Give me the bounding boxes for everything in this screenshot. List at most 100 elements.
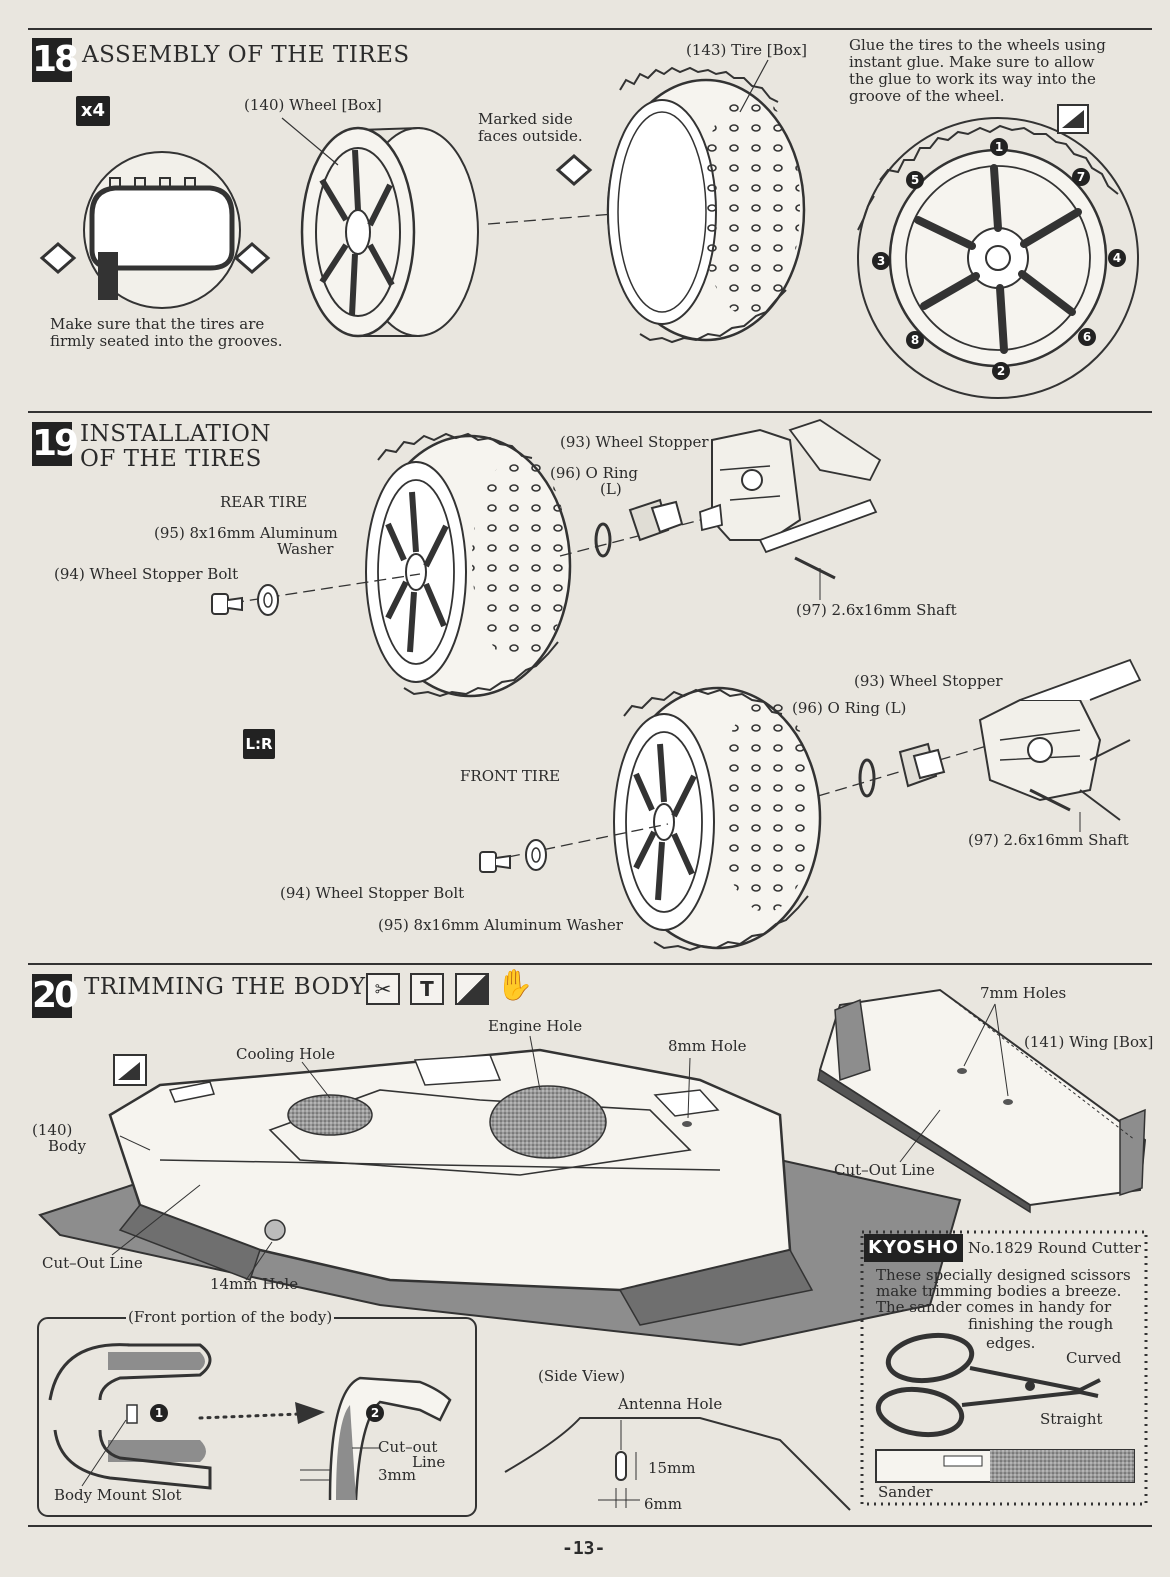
wheel-label: (140) Wheel [Box] xyxy=(244,96,382,114)
step-20-number: 20 xyxy=(32,974,79,1018)
six-mm-label: 6mm xyxy=(644,1495,682,1513)
fifteen-mm-label: 15mm xyxy=(648,1459,696,1477)
rear-washer-drawing xyxy=(257,584,279,616)
rear-o-ring-label-line1: (96) O Ring xyxy=(550,464,638,482)
seat-note-line: Make sure that the tires are xyxy=(50,315,265,333)
front-portion-inset xyxy=(37,1317,477,1517)
marked-side-line1: Marked side xyxy=(478,110,573,128)
front-o-ring-label: (96) O Ring (L) xyxy=(792,699,907,717)
rear-washer-label-line2: Washer xyxy=(277,540,334,558)
scissors-drawing xyxy=(875,1332,1101,1438)
rear-hub-assembly-drawing xyxy=(699,419,882,600)
cooling-hole-label: Cooling Hole xyxy=(236,1045,335,1063)
wing-cutout-label: Cut–Out Line xyxy=(834,1161,935,1179)
cutter-note-line: finishing the rough xyxy=(968,1315,1114,1333)
cutter-product-label: No.1829 Round Cutter xyxy=(968,1239,1141,1257)
left-right-badge: L:R xyxy=(243,729,275,759)
step-19-number: 19 xyxy=(32,422,79,466)
glue-note-line: Glue the tires to the wheels using xyxy=(849,36,1106,54)
cutter-note-line: These specially designed scissors xyxy=(876,1266,1131,1284)
antenna-hole-label: Antenna Hole xyxy=(618,1395,723,1413)
rear-tire-drawing xyxy=(365,432,572,698)
tire-drawing xyxy=(606,59,806,344)
scissors-icon: ✂ xyxy=(366,973,400,1005)
page-number: -13- xyxy=(562,1538,606,1559)
step-20-title: TRIMMING THE BODY xyxy=(84,974,366,1000)
cutter-note-line: edges. xyxy=(986,1334,1036,1352)
front-hub-assembly-drawing xyxy=(978,658,1142,832)
rear-o-ring-label-line2: (L) xyxy=(600,480,622,498)
fourteen-mm-hole-label: 14mm Hole xyxy=(210,1275,299,1293)
front-tire-label: FRONT TIRE xyxy=(460,767,561,785)
front-wheel-stopper-label: (93) Wheel Stopper xyxy=(854,672,1003,690)
body-shell-drawing xyxy=(38,1035,962,1347)
cutter-box-border xyxy=(860,1230,1148,1506)
straight-label: Straight xyxy=(1040,1410,1103,1428)
wheel-drawing xyxy=(281,117,479,338)
glue-order-mark: 3 xyxy=(872,252,890,270)
cutout-line-label: Cut–Out Line xyxy=(42,1254,143,1272)
cut-out-line-label-a: Cut–out xyxy=(378,1438,438,1456)
glue-note-line: instant glue. Make sure to allow xyxy=(849,53,1095,71)
glue-order-mark: 4 xyxy=(1108,249,1126,267)
sander-label: Sander xyxy=(878,1483,933,1501)
tire-cross-section-diagram xyxy=(39,151,271,309)
glue-note-line: the glue to work its way into the xyxy=(849,70,1096,88)
glue-order-mark: 7 xyxy=(1072,168,1090,186)
wing-drawing xyxy=(817,988,1147,1214)
seat-note-line: firmly seated into the grooves. xyxy=(50,332,283,350)
step-19-title-line1: INSTALLATION xyxy=(80,421,271,447)
front-tire-drawing xyxy=(613,686,822,952)
glue-order-mark: 6 xyxy=(1078,328,1096,346)
front-bolt-label: (94) Wheel Stopper Bolt xyxy=(280,884,465,902)
rear-bolt-label: (94) Wheel Stopper Bolt xyxy=(54,565,239,583)
eight-mm-hole-label: 8mm Hole xyxy=(668,1037,747,1055)
wing-label: (141) Wing [Box] xyxy=(1024,1033,1154,1051)
section-divider-18-19 xyxy=(28,411,1152,413)
sander-drawing xyxy=(875,1449,1135,1483)
hobby-knife-icon: T xyxy=(410,973,444,1005)
glue-note-line: groove of the wheel. xyxy=(849,87,1005,105)
section-divider-19-20 xyxy=(28,963,1152,965)
body-label-line1: (140) xyxy=(32,1121,73,1139)
marked-side-line2: faces outside. xyxy=(478,127,583,145)
front-wheel-stopper-drawing xyxy=(898,742,946,788)
three-mm-label: 3mm xyxy=(378,1466,416,1484)
rear-washer-label-line1: (95) 8x16mm Aluminum xyxy=(154,524,338,542)
rear-shaft-label: (97) 2.6x16mm Shaft xyxy=(796,601,957,619)
body-trim-icon xyxy=(113,1054,147,1086)
cut-out-line-label-b: Line xyxy=(412,1453,446,1471)
rear-bolt-drawing xyxy=(211,593,243,615)
curved-label: Curved xyxy=(1066,1349,1122,1367)
rear-tire-label: REAR TIRE xyxy=(220,493,308,511)
engine-hole-label: Engine Hole xyxy=(488,1017,583,1035)
body-mount-slot-label: Body Mount Slot xyxy=(54,1486,182,1504)
top-rule xyxy=(28,28,1152,30)
bottom-rule xyxy=(28,1525,1152,1527)
front-portion-label: (Front portion of the body) xyxy=(126,1308,335,1326)
front-o-ring-drawing xyxy=(858,758,876,798)
glue-order-mark: 2 xyxy=(992,362,1010,380)
marked-side-icon xyxy=(555,154,593,186)
step-mark-2: 2 xyxy=(366,1404,384,1422)
kyosho-logo: KYOSHO xyxy=(864,1234,963,1262)
sandpaper-icon xyxy=(455,973,489,1005)
cutter-note-line: make trimming bodies a breeze. xyxy=(876,1282,1122,1300)
front-washer-label: (95) 8x16mm Aluminum Washer xyxy=(378,916,623,934)
rear-wheel-stopper-label: (93) Wheel Stopper xyxy=(560,433,709,451)
seven-mm-holes-label: 7mm Holes xyxy=(980,984,1067,1002)
side-view-diagram xyxy=(504,1417,851,1511)
front-shaft-label: (97) 2.6x16mm Shaft xyxy=(968,831,1129,849)
rear-o-ring-drawing xyxy=(594,522,612,558)
step-19-title-line2: OF THE TIRES xyxy=(80,446,262,472)
body-label-line2: Body xyxy=(48,1137,87,1155)
glue-order-mark: 8 xyxy=(906,331,924,349)
step-18-number: 18 xyxy=(32,38,79,82)
front-washer-drawing xyxy=(525,839,547,871)
cutter-note-line: The sander comes in handy for xyxy=(876,1298,1112,1316)
side-view-label: (Side View) xyxy=(538,1367,626,1385)
step-18-title: ASSEMBLY OF THE TIRES xyxy=(82,42,410,68)
front-bolt-drawing xyxy=(479,851,511,873)
